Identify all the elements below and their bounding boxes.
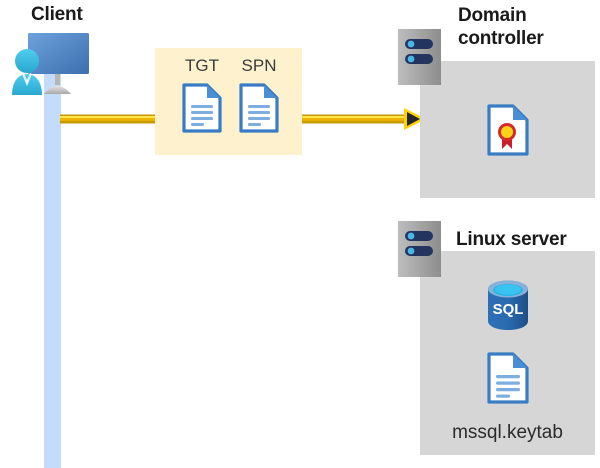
document-icon (182, 83, 222, 133)
server-rack-icon (398, 221, 441, 277)
spn-label: SPN (241, 56, 277, 75)
sql-database-icon: SQL (484, 278, 532, 332)
tgt-label: TGT (185, 56, 219, 75)
client-lifeline (44, 72, 61, 468)
client-title: Client (31, 4, 83, 25)
server-rack-icon (398, 29, 441, 85)
keytab-filename-label: mssql.keytab (452, 422, 563, 443)
keytab-document-icon (487, 352, 529, 404)
certificate-document-icon (487, 104, 529, 156)
document-icon (239, 83, 279, 133)
linux-server-title: Linux server (456, 229, 567, 250)
sql-text: SQL (493, 301, 524, 318)
domain-controller-title: Domain controller (458, 5, 544, 49)
client-user-monitor-icon (6, 28, 104, 103)
